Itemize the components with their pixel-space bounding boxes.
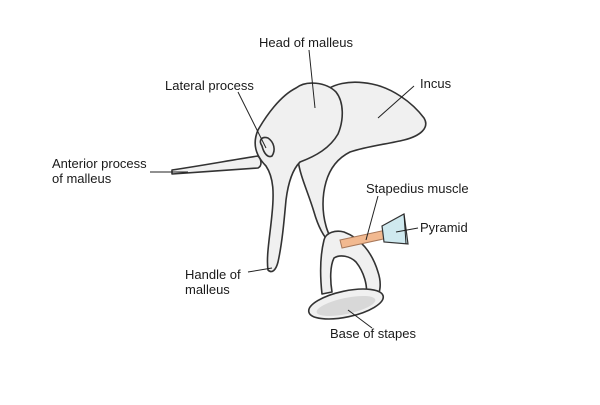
label-anterior-process-line1: Anterior process <box>52 156 147 171</box>
anterior-process-shape <box>171 155 262 175</box>
leader-head-of-malleus <box>308 49 316 109</box>
leader-lateral-process <box>237 91 267 149</box>
label-stapedius-muscle: Stapedius muscle <box>366 181 469 196</box>
label-anterior-process: Anterior process of malleus <box>52 157 147 185</box>
leader-incus <box>377 85 415 119</box>
label-anterior-process-line2: of malleus <box>52 171 112 186</box>
leader-handle <box>247 267 273 273</box>
label-handle-line2: malleus <box>185 282 230 297</box>
leader-stapedius-muscle <box>365 195 379 241</box>
stapes-arch-shape <box>319 230 381 299</box>
stapes-base-shade <box>316 295 376 317</box>
leader-pyramid <box>395 227 419 233</box>
label-head-of-malleus: Head of malleus <box>259 35 353 50</box>
label-handle-of-malleus: Handle of malleus <box>185 268 241 296</box>
label-lateral-process: Lateral process <box>165 78 254 93</box>
leader-base-of-stapes <box>347 309 373 329</box>
pyramid-edge <box>403 213 407 245</box>
label-incus: Incus <box>420 76 452 91</box>
label-handle-line1: Handle of <box>185 267 241 282</box>
pyramid-shape <box>381 213 409 245</box>
label-pyramid: Pyramid <box>420 220 468 235</box>
label-base-of-stapes: Base of stapes <box>330 326 416 341</box>
